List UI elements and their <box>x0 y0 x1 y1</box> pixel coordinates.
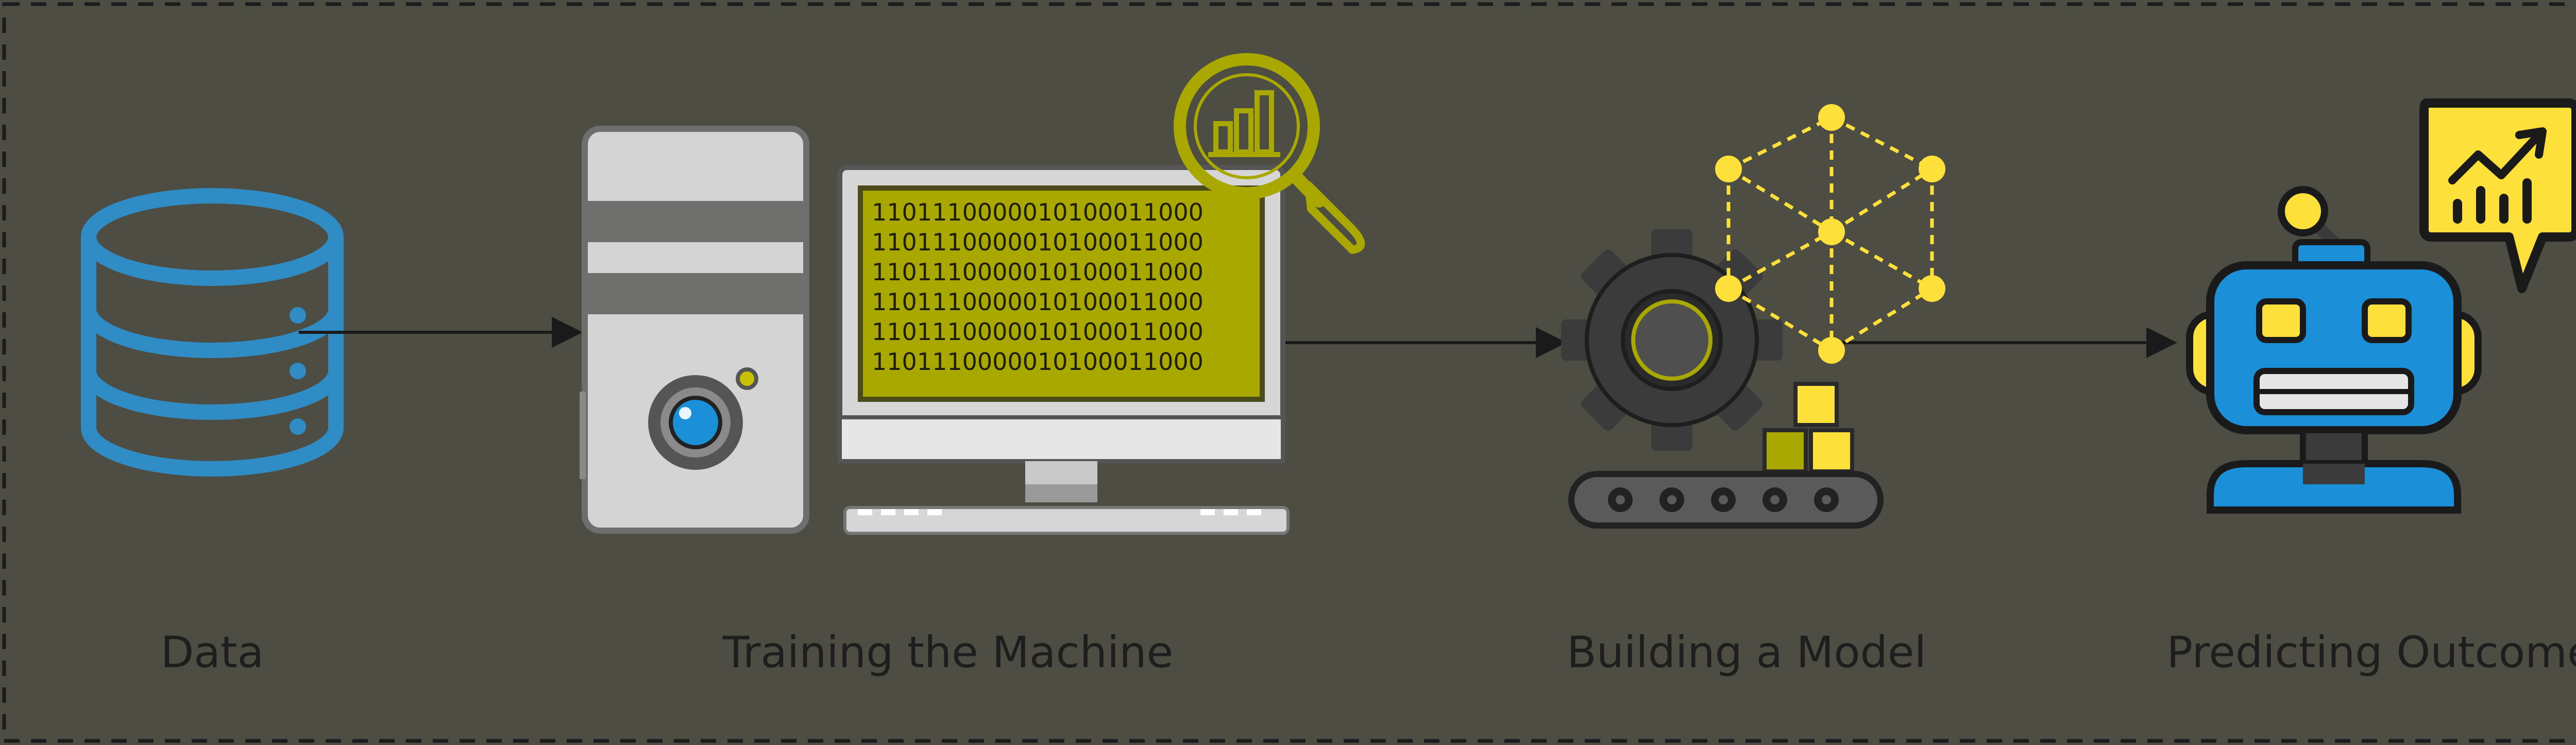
step-label-model: Building a Model <box>1567 627 1926 678</box>
tower-icon <box>580 126 809 534</box>
network-cube-icon <box>1715 104 1945 364</box>
gear-icon <box>1561 229 1783 451</box>
boxes-icon <box>1762 382 1854 473</box>
binary-line: 110111000001010001100​0 <box>872 198 1204 226</box>
chart-bubble-icon <box>2419 98 2576 293</box>
robot-icon <box>2186 186 2482 514</box>
step-label-data: Data <box>161 627 264 678</box>
binary-line: 1101110000010100011000 <box>872 258 1204 286</box>
binary-line: 1101110000010100011000 <box>872 348 1204 376</box>
binary-line: 1101110000010100011000 <box>872 318 1204 346</box>
database-icon <box>81 188 344 477</box>
binary-line: 1101110000010100011000 <box>872 288 1204 316</box>
monitor-icon <box>837 165 1290 535</box>
binary-line: 1101110000010100011000 <box>872 228 1204 256</box>
binary-screen-text: 110111000001010001100​0 1101110000010100… <box>872 198 1204 376</box>
step-label-predicting: Predicting Outcome <box>2166 627 2576 678</box>
conveyor-belt-icon <box>1568 471 1884 529</box>
magnifier-chart-icon <box>1174 53 1365 254</box>
step-label-training: Training the Machine <box>722 627 1173 678</box>
